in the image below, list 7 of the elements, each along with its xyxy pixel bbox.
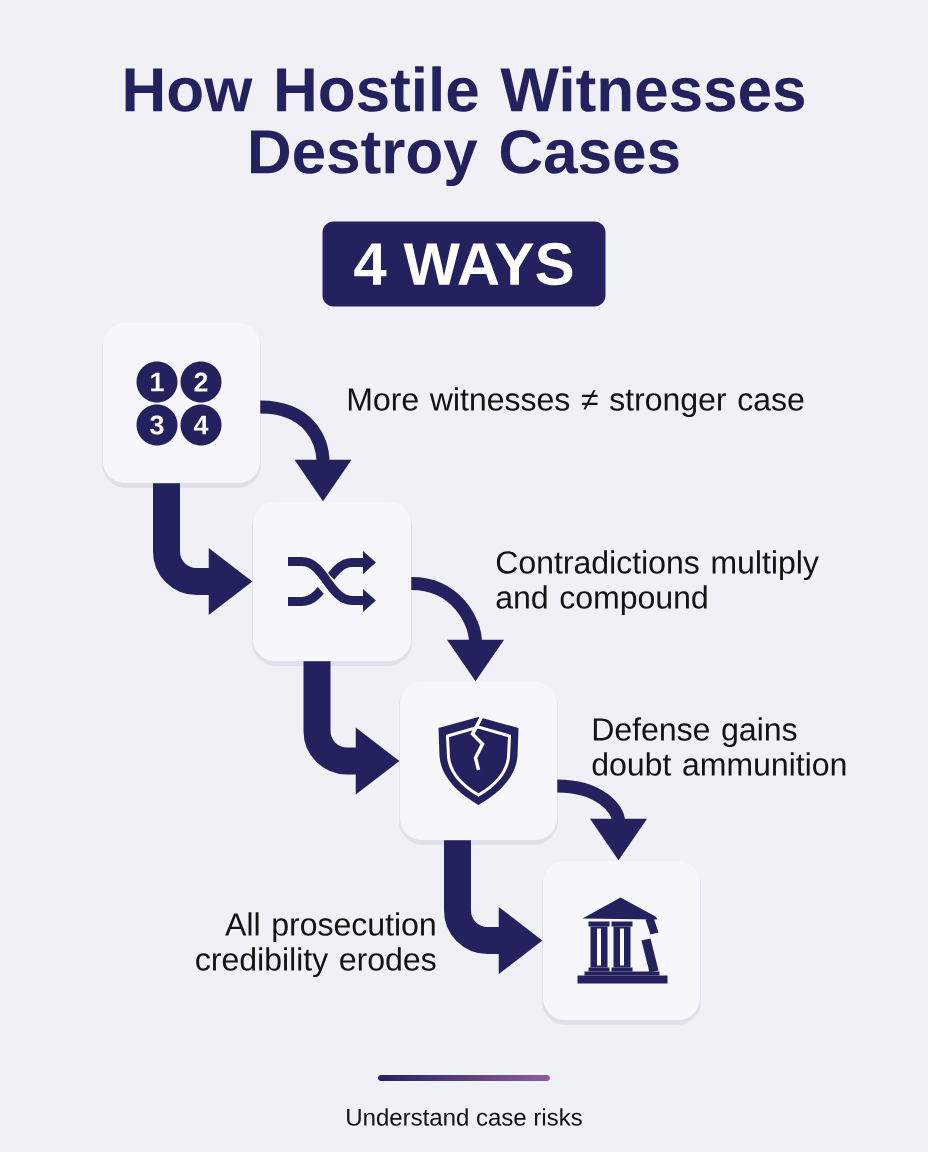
footer-text: Understand case risks: [347, 1108, 582, 1126]
heading-badge: 4 WAYS: [322, 221, 606, 307]
step-text: Defense gains doubt ammunition: [592, 717, 846, 776]
step-text: Contradictions multiply and compound: [496, 550, 819, 616]
step-text: More witnesses ≠ stronger case: [348, 387, 804, 418]
title: How Hostile Witnesses Destroy Cases: [125, 66, 804, 187]
step-text: All prosecution credibility erodes: [196, 912, 436, 978]
